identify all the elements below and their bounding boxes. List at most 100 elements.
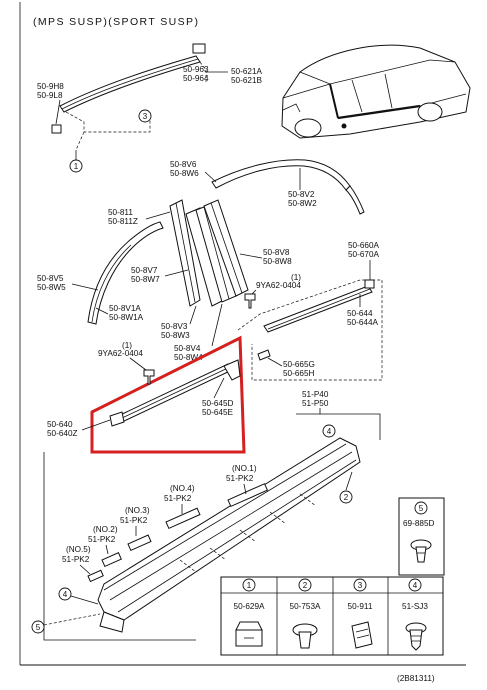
car-illustration: [281, 44, 471, 139]
svg-text:4: 4: [63, 590, 68, 599]
svg-text:5: 5: [36, 623, 41, 632]
label-50-8v7: 50-8V7: [131, 266, 158, 275]
label-9ya-top-num: (1): [291, 273, 301, 282]
label-50-8w8: 50-8W8: [263, 257, 292, 266]
b-pillar-garnish-front: [169, 199, 201, 307]
leader-9ya-top: [251, 289, 257, 295]
label-50-640: 50-640: [47, 420, 73, 429]
front-door-belt-molding: [109, 359, 241, 427]
front-pillar-molding: [87, 221, 164, 325]
roof-molding-part: [51, 43, 207, 151]
label-50-9l8: 50-9L8: [37, 91, 63, 100]
table-callout-number: 1: [247, 581, 252, 590]
callout-4-sill-top: 4: [322, 424, 336, 438]
callout-4-sill-bottom: 4: [58, 587, 99, 605]
leader-50-9h8: [55, 99, 61, 125]
pad-51-pk2-no3: [127, 534, 152, 552]
pad-51-pk2-no5: [87, 569, 104, 583]
table-part-number: 50-629A: [234, 602, 265, 611]
label-50-8w1a: 50-8W1A: [109, 313, 144, 322]
table-callout-number: 4: [413, 581, 418, 590]
door-upper-molding: [211, 159, 365, 215]
label-50-8w5: 50-8W5: [37, 283, 66, 292]
label-50-964: 50-964: [183, 74, 209, 83]
header-title: (MPS SUSP)(SPORT SUSP): [33, 16, 199, 28]
table-callout-3: [353, 578, 367, 592]
rear-molding-cap: [364, 279, 375, 289]
table-part-number: 50-753A: [290, 602, 321, 611]
table-callout-number: 2: [303, 581, 308, 590]
label-50-8v2: 50-8V2: [288, 190, 315, 199]
table-callout-number: 3: [358, 581, 363, 590]
sill-box-frame: [43, 452, 196, 641]
leader-50-8v1a: [95, 307, 109, 315]
svg-text:4: 4: [327, 427, 332, 436]
side-sill-molding: [97, 437, 361, 633]
label-50-8v4: 50-8V4: [174, 344, 201, 353]
label-51-p40: 51-P40: [302, 390, 329, 399]
callout-1-roof: 1: [69, 150, 83, 173]
label-50-645d: 50-645D: [202, 399, 233, 408]
leader-50-8v5: [71, 283, 99, 291]
label-50-811: 50-811: [108, 208, 133, 217]
callout-5-sill: 5: [31, 613, 101, 634]
car-rocker-highlight: [337, 104, 421, 120]
svg-text:3: 3: [143, 112, 148, 121]
label-50-644a: 50-644A: [347, 318, 378, 327]
fastener-50-911-icon: [351, 621, 373, 649]
rear-door-belt-molding: [263, 279, 375, 333]
label-pk-no2: 51-PK2: [88, 535, 116, 544]
diagram-code: (2B81311): [397, 674, 435, 683]
car-rear-wheel: [417, 102, 443, 122]
svg-text:5: 5: [419, 504, 424, 513]
label-50-8v1a: 50-8V1A: [109, 304, 141, 313]
leader-50-811: [145, 211, 171, 220]
leader-50-8v3: [189, 305, 197, 325]
leader-9ya-left: [129, 357, 147, 371]
leader-50-8v6: [204, 171, 217, 183]
fastener-50-629a-icon: [235, 621, 263, 647]
side-clip-box: 5 69-885D: [398, 497, 445, 576]
leader-50-640: [81, 419, 111, 431]
label-50-621a: 50-621A: [231, 67, 262, 76]
rear-molding-end-piece: [257, 349, 271, 361]
rear-door-molding-box: [237, 279, 383, 381]
pad-51-pk2-no4: [165, 507, 201, 530]
roof-end-cap: [192, 43, 206, 54]
pad-51-pk2-no2: [101, 552, 122, 568]
table-callout-1: [242, 578, 256, 592]
table-part-number: 51-SJ3: [402, 602, 428, 611]
roof-clip: [51, 124, 62, 134]
table-callout-4: [408, 578, 422, 592]
pad-51-pk2-no1: [227, 483, 269, 508]
label-9ya-left-num: (1): [122, 341, 132, 350]
label-9ya-top: 9YA62-0404: [256, 281, 301, 290]
label-50-8v5: 50-8V5: [37, 274, 64, 283]
svg-text:1: 1: [74, 162, 79, 171]
fastener-50-753a-icon: [292, 623, 318, 649]
car-front-wheel: [294, 118, 322, 138]
label-50-8v3: 50-8V3: [161, 322, 188, 331]
callout-3-roof: 3: [138, 109, 152, 123]
label-50-665g: 50-665G: [283, 360, 315, 369]
label-50-8w2: 50-8W2: [288, 199, 317, 208]
label-50-640z: 50-640Z: [47, 429, 78, 438]
fastener-51-sj3-icon: [405, 622, 427, 651]
leader-50-8v4: [211, 303, 223, 347]
label-50-8w7: 50-8W7: [131, 275, 160, 284]
label-50-670a: 50-670A: [348, 250, 379, 259]
label-no5: (NO.5): [66, 545, 91, 554]
label-pk-no1: 51-PK2: [226, 474, 254, 483]
leader-50-8v7: [164, 269, 189, 277]
leader-50-645d: [213, 377, 225, 399]
label-51-p50: 51-P50: [302, 399, 329, 408]
label-50-8v8: 50-8V8: [263, 248, 290, 257]
label-50-644: 50-644: [347, 309, 373, 318]
label-no3: (NO.3): [125, 506, 150, 515]
label-no2: (NO.2): [93, 525, 118, 534]
label-50-8w3: 50-8W3: [161, 331, 190, 340]
label-no4: (NO.4): [170, 484, 195, 493]
label-50-660a: 50-660A: [348, 241, 379, 250]
label-50-8w6: 50-8W6: [170, 169, 199, 178]
